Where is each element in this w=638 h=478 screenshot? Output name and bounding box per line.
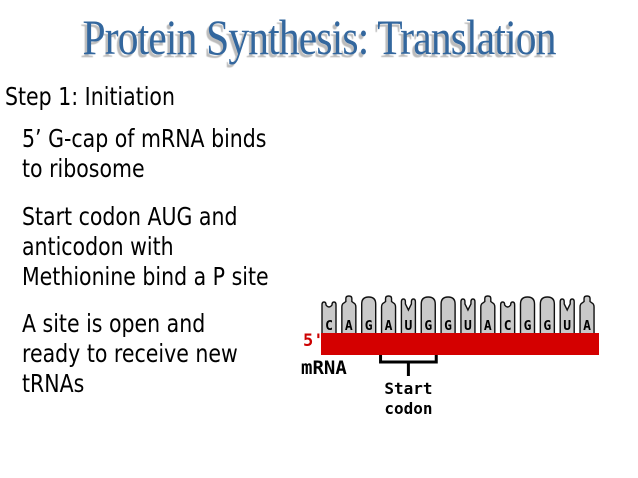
bullet-line: A site is open and — [22, 309, 206, 338]
bullet-start-codon: Start codon AUG and anticodon with Methi… — [22, 202, 269, 292]
nucleotide-letter: U — [404, 319, 412, 334]
nucleotide-letter: C — [325, 319, 333, 334]
start-codon-label: codon — [384, 399, 432, 418]
five-prime-label: 5' — [303, 331, 323, 351]
bullet-line: Methionine bind a P site — [22, 262, 269, 291]
start-codon-label: Start — [384, 379, 432, 398]
step-heading: Step 1: Initiation — [5, 82, 175, 111]
nucleotide-letter: U — [464, 319, 472, 334]
nucleotide-tombstone-g — [539, 296, 556, 335]
nucleotide-tombstone-a — [380, 295, 397, 335]
nucleotide-tombstone-g — [360, 296, 377, 335]
bullet-line: Start codon AUG and — [22, 202, 238, 231]
nucleotide-letter: U — [563, 319, 571, 334]
nucleotide-letter: G — [444, 319, 452, 334]
nucleotide-tombstone-c — [321, 301, 337, 335]
nucleotide-tombstone-g — [519, 296, 536, 335]
slide-title: Protein Synthesis: Translation — [82, 9, 556, 65]
nucleotide-letter: A — [385, 319, 393, 334]
start-codon-bracket — [379, 355, 438, 376]
nucleotide-letter: A — [484, 319, 492, 334]
nucleotide-letter: G — [365, 319, 373, 334]
nucleotide-tombstone-a — [480, 295, 496, 335]
nucleotide-letter: G — [524, 319, 532, 334]
mrna-label: mRNA — [301, 357, 347, 379]
nucleotide-tombstone-a — [341, 295, 357, 335]
nucleotide-letter: G — [543, 319, 551, 334]
nucleotide-tombstone-u — [460, 298, 476, 335]
slide-title-wrap: Protein Synthesis: Translation — [0, 8, 638, 66]
bullet-line: anticodon with — [22, 232, 174, 261]
bullet-a-site: A site is open and ready to receive new … — [22, 309, 238, 399]
bullet-gcap: 5’ G-cap of mRNA binds to ribosome — [22, 124, 266, 184]
bullet-line: ready to receive new — [22, 339, 238, 368]
nucleotide-tombstone-g — [420, 296, 436, 335]
bullet-line: 5’ G-cap of mRNA binds — [22, 124, 267, 153]
nucleotide-tombstone-c — [499, 301, 516, 335]
nucleotide-tombstone-u — [400, 298, 417, 335]
nucleotide-letter: A — [345, 319, 353, 334]
bullet-line: tRNAs — [22, 369, 85, 398]
nucleotide-letter: A — [583, 319, 591, 334]
nucleotide-tombstone-a — [579, 295, 595, 335]
nucleotide-tombstone-u — [559, 298, 575, 335]
mrna-strand-bar — [321, 333, 599, 355]
nucleotide-letter: C — [504, 319, 512, 334]
nucleotide-letter: G — [424, 319, 432, 334]
nucleotide-tombstone-g — [440, 296, 456, 335]
bullet-line: to ribosome — [22, 154, 145, 183]
